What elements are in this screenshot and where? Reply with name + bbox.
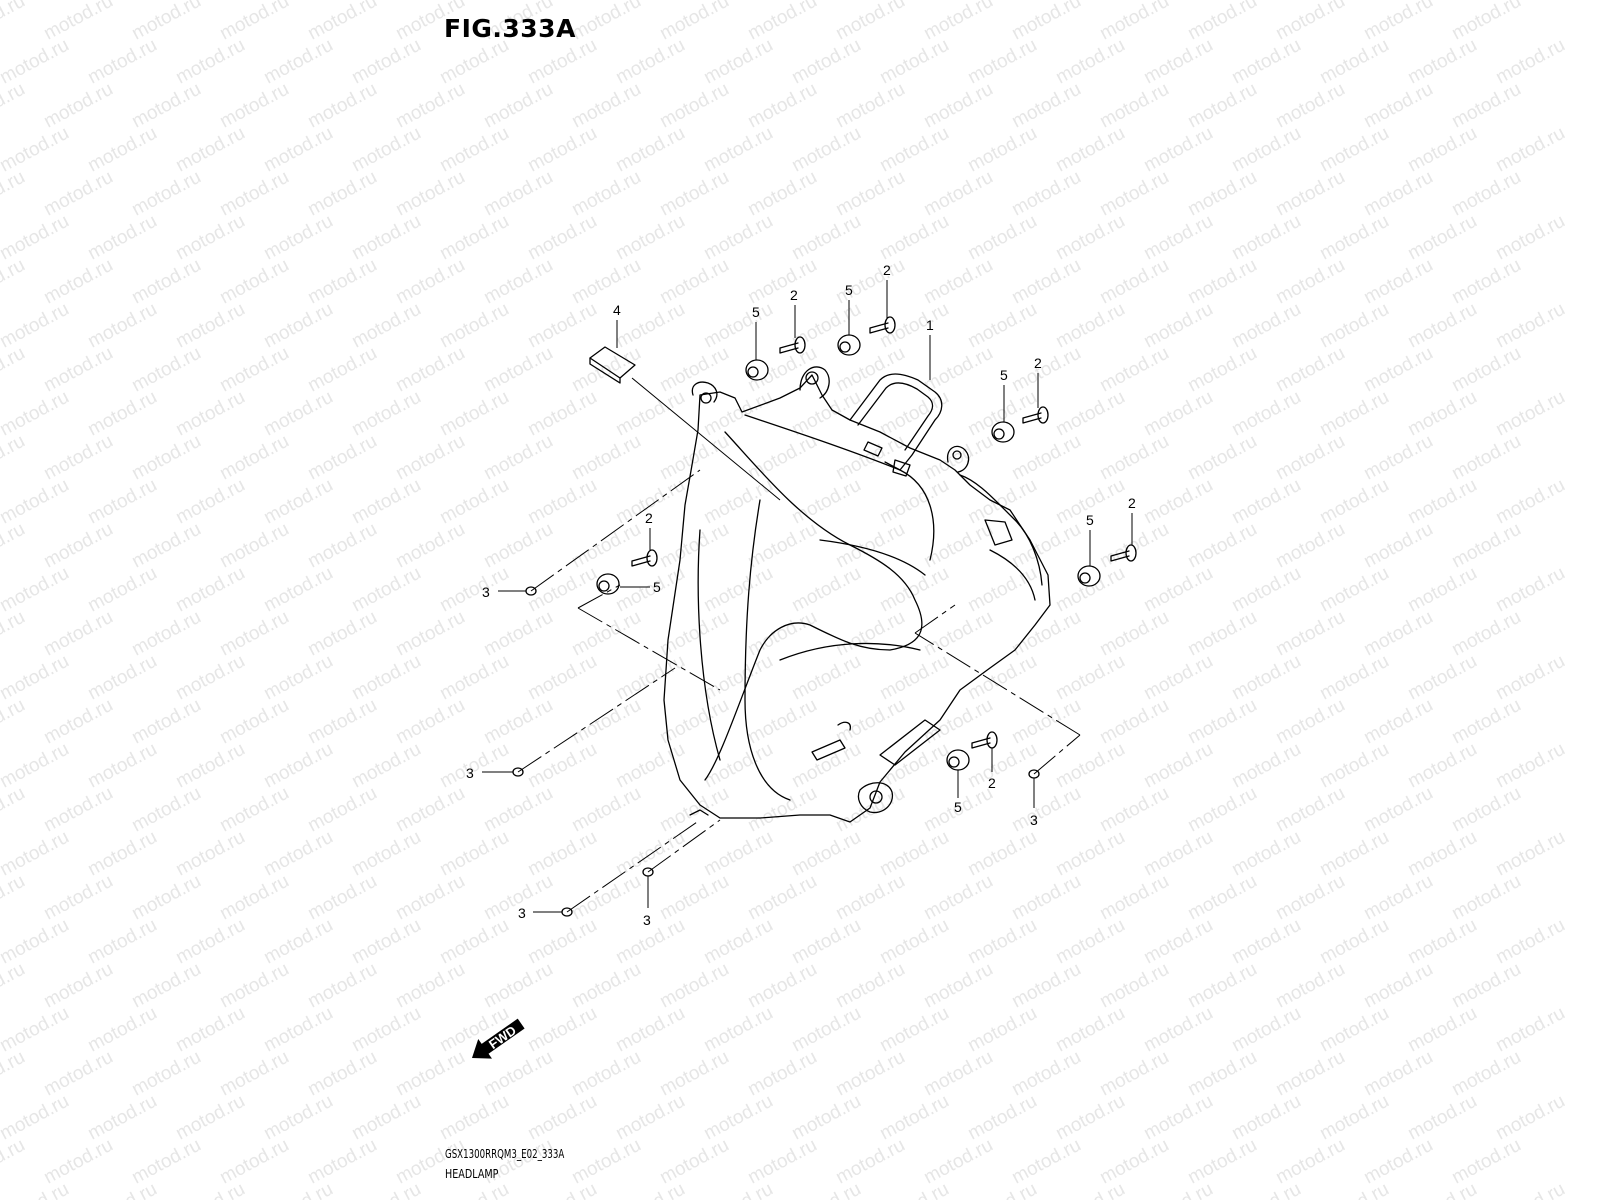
grommet-5-b <box>837 334 861 356</box>
assembly-lines <box>517 377 1081 913</box>
screws <box>631 316 1137 749</box>
screw-2-d <box>1110 544 1137 562</box>
grommets <box>596 334 1101 771</box>
figure-name: HEADLAMP <box>445 1167 499 1181</box>
figure-title: FIG.333A <box>444 14 576 43</box>
callout-3: 3 <box>1030 812 1038 828</box>
callout-5: 5 <box>752 304 760 320</box>
headlamp-housing <box>663 366 1051 823</box>
callout-2: 2 <box>645 510 653 526</box>
callout-numbers: 1 2 2 2 2 2 2 3 3 3 3 3 4 5 5 5 5 5 5 <box>466 262 1136 928</box>
grommet-5-e <box>596 573 620 595</box>
grommet-5-d <box>1077 565 1101 587</box>
callout-2: 2 <box>883 262 891 278</box>
callout-3: 3 <box>482 584 490 600</box>
callout-2: 2 <box>1128 495 1136 511</box>
leader-lines <box>482 280 1133 913</box>
callout-5: 5 <box>653 579 661 595</box>
part-1-bracket <box>849 373 943 477</box>
screw-2-a <box>779 336 806 354</box>
grommet-5-f <box>946 749 970 771</box>
callout-3: 3 <box>518 905 526 921</box>
callout-5: 5 <box>845 282 853 298</box>
screw-2-f <box>971 731 998 749</box>
callout-3: 3 <box>643 912 651 928</box>
forward-arrow-icon <box>472 1018 525 1059</box>
callout-2: 2 <box>790 287 798 303</box>
screw-2-c <box>1022 406 1049 424</box>
screw-2-b <box>869 316 896 334</box>
fwd-direction-marker: FWD <box>472 1018 525 1059</box>
callout-5: 5 <box>1000 367 1008 383</box>
callout-2: 2 <box>1034 355 1042 371</box>
grommet-5-a <box>745 359 769 381</box>
callout-5: 5 <box>1086 512 1094 528</box>
callout-5: 5 <box>954 799 962 815</box>
callout-2: 2 <box>988 775 996 791</box>
part-4-pad <box>589 346 636 384</box>
callout-4: 4 <box>613 302 621 318</box>
figure-code: GSX1300RRQM3_E02_333A <box>445 1147 565 1161</box>
grommet-5-c <box>991 421 1015 443</box>
callout-3: 3 <box>466 765 474 781</box>
screw-2-e <box>631 549 658 567</box>
callout-1: 1 <box>926 317 934 333</box>
